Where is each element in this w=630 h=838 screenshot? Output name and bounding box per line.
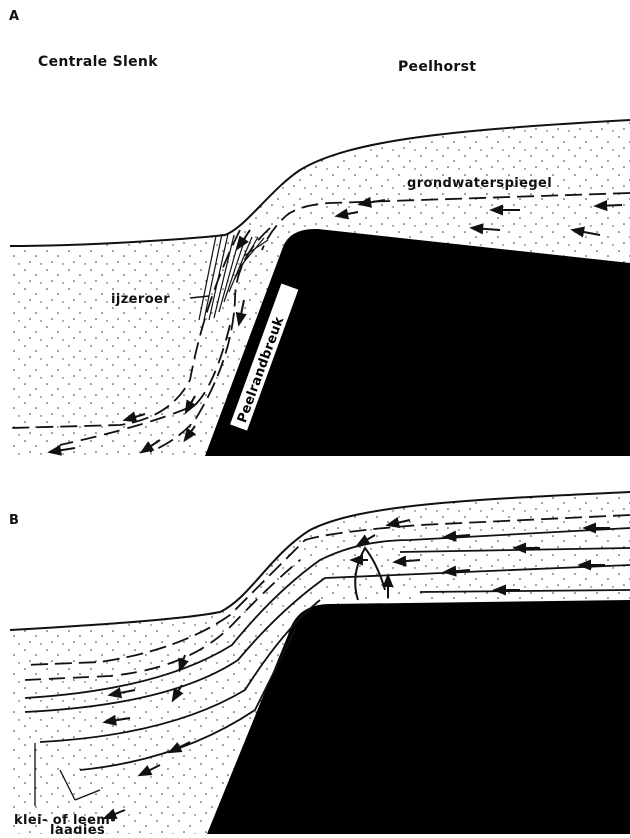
iron-ore-label: ijzeroer [111,292,170,307]
peelhorst-label: Peelhorst [398,59,476,75]
panel-b-letter: B [9,513,19,528]
panel-a: A Centrale Slenk Peelhorst [9,9,630,456]
panel-b: B [9,492,630,834]
groundwater-table-label: grondwaterspiegel [407,176,552,191]
clay-label-line2: laagjes [50,823,105,834]
centrale-slenk-label: Centrale Slenk [38,54,158,70]
panel-a-letter: A [9,9,19,24]
